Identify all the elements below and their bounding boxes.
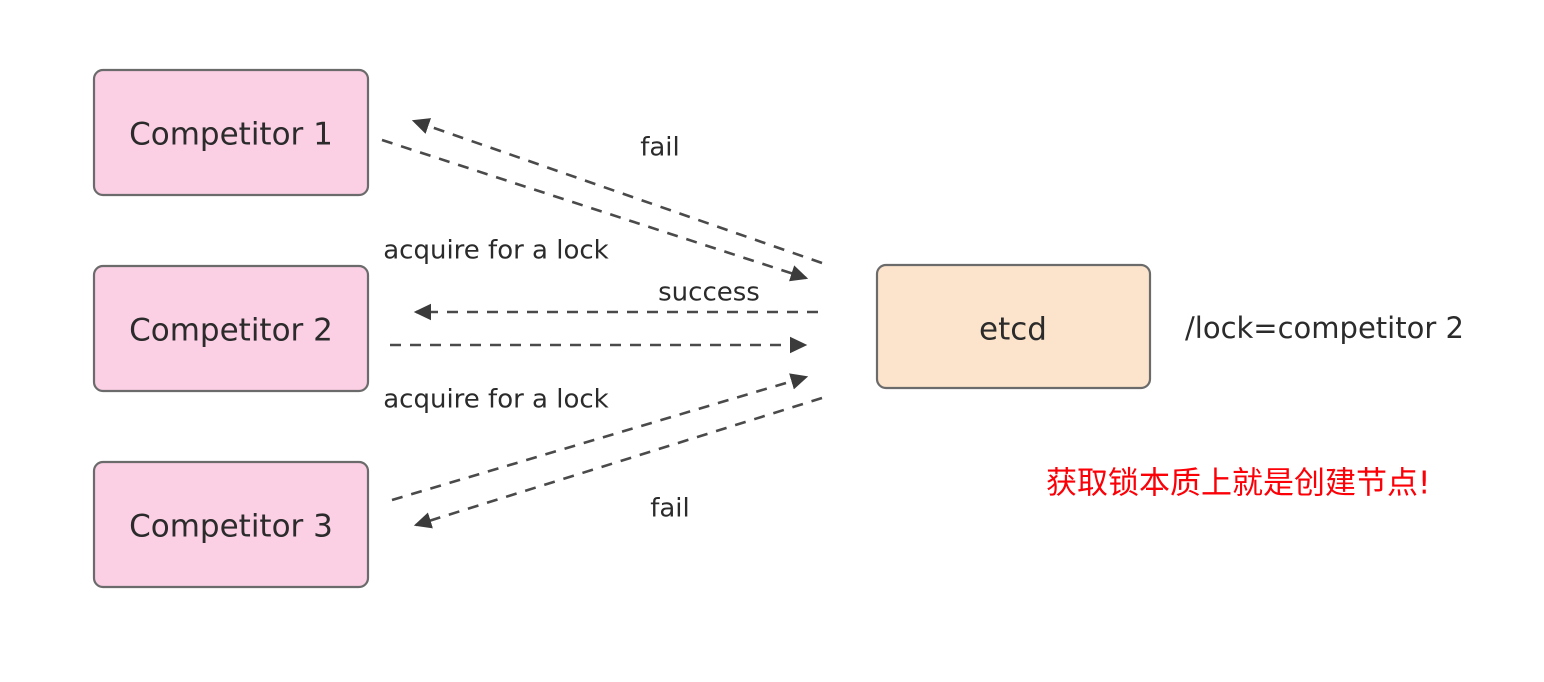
node-etcd[interactable]: etcd [875, 263, 1152, 390]
edge-label-success: success [658, 278, 760, 308]
competitor-2-box[interactable] [92, 264, 370, 393]
node-competitor-2[interactable]: Competitor 2 [92, 264, 370, 393]
competitor-1-label: Competitor 1 [129, 117, 333, 153]
competitor-3-box[interactable] [92, 460, 370, 589]
node-competitor-1[interactable]: Competitor 1 [92, 68, 370, 197]
competitor-2-label: Competitor 2 [129, 313, 333, 349]
competitor-3-label: Competitor 3 [129, 509, 333, 545]
node-competitor-3[interactable]: Competitor 3 [92, 460, 370, 589]
edge-label-acquire-bottom: acquire for a lock [383, 385, 609, 415]
edge-label-acquire-top: acquire for a lock [383, 236, 609, 266]
edge-label-fail-bottom: fail [650, 494, 690, 524]
edge-label-fail-top: fail [640, 133, 680, 163]
etcd-label: etcd [979, 312, 1047, 348]
lock-value-annotation: /lock=competitor 2 [1185, 311, 1464, 345]
edge-competitor-1-request [381, 138, 809, 282]
edge-competitor-1-response-fail [411, 118, 823, 265]
chinese-note-annotation: 获取锁本质上就是创建节点! [1046, 466, 1430, 502]
edge-competitor-3-response-fail [413, 396, 823, 529]
competitor-1-box[interactable] [92, 68, 370, 197]
etcd-box[interactable] [875, 263, 1152, 390]
